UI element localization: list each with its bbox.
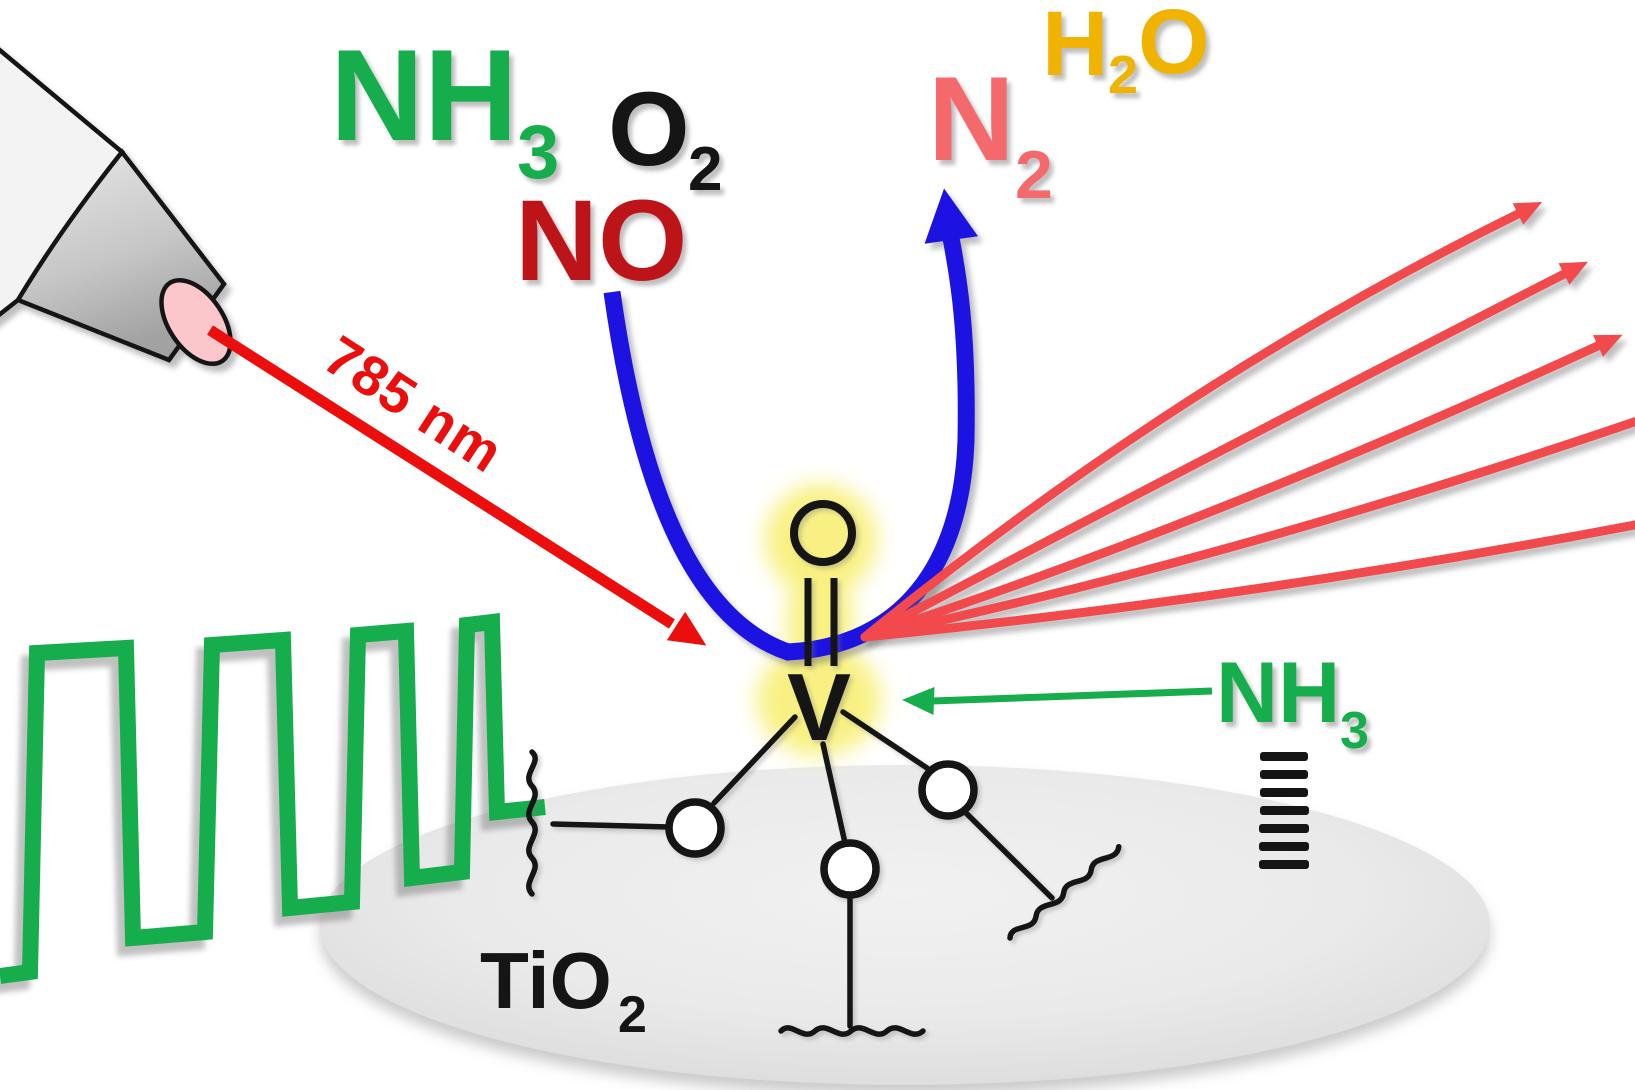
adsorption-dash: [1259, 860, 1309, 869]
bond-v-oleft: [711, 714, 798, 806]
h2o-product-h: H: [1042, 0, 1108, 95]
vanadium-site: V: [529, 500, 1121, 1034]
nh3-feed-arrow: [902, 687, 1213, 715]
scatter-ray-4: [860, 416, 1635, 642]
nh3-adsorbate-subscript: 3: [1340, 702, 1369, 760]
pulse-square-wave: [0, 613, 546, 984]
bond-oright-surface: [960, 807, 1055, 901]
h2o-product-o: O: [1138, 0, 1210, 93]
scatter-ray-3: [860, 339, 1607, 642]
o2-reactant-subscript: 2: [688, 135, 722, 204]
raman-probe: [0, 47, 233, 367]
bond-oleft-surface: [550, 821, 672, 830]
probe-tip-face: [159, 277, 233, 367]
adsorption-dash: [1260, 770, 1308, 779]
oxo-oxygen-ring: [790, 500, 856, 566]
nh3-feed-arrowhead: [902, 687, 935, 715]
bond-v-oright: [840, 709, 930, 771]
laser-beam-line: [207, 325, 675, 629]
bond-v-omid: [820, 741, 848, 846]
nh3-reactant-label: NH: [330, 22, 518, 168]
laser-beam: 785 nm: [207, 323, 707, 646]
scatter-ray-2-arrowhead: [1558, 261, 1589, 285]
scatter-ray-5: [860, 520, 1635, 642]
tio2-support-subscript: 2: [618, 986, 647, 1044]
tio2-support-label: TiO: [480, 936, 612, 1025]
nh3-feed-arrow-line: [931, 687, 1213, 705]
adsorption-dash: [1259, 824, 1309, 833]
no-reactant-label: NO: [515, 177, 688, 305]
adsorption-dash: [1260, 806, 1309, 815]
h2o-product-subscript: 2: [1108, 45, 1138, 105]
adsorption-dashes: [1259, 752, 1309, 869]
scatter-ray-1: [860, 207, 1527, 642]
scattered-light-rays: [860, 201, 1635, 642]
v-o-double-bond: [804, 578, 838, 666]
o2-reactant-label: O: [608, 71, 690, 188]
laser-beam-arrowhead: [666, 611, 707, 646]
adsorption-dash: [1260, 752, 1308, 761]
nh3-adsorbate-label: NH: [1216, 645, 1340, 741]
nh3-reactant-subscript: 3: [517, 110, 559, 195]
scatter-ray-3-arrowhead: [1592, 334, 1623, 357]
n2-product-label: N: [928, 52, 1015, 186]
oxygen-atom-right: [918, 760, 978, 820]
vanadium-label: V: [787, 654, 851, 761]
scatter-ray-1-arrowhead: [1512, 201, 1543, 225]
n2-product-subscript: 2: [1015, 137, 1053, 213]
adsorption-dash: [1260, 788, 1308, 797]
reaction-arrow-head: [924, 188, 979, 244]
scatter-ray-2: [860, 267, 1573, 642]
tio2-support-disk: [320, 765, 1490, 1085]
oxygen-atom-middle: [820, 839, 880, 899]
adsorption-dash: [1259, 842, 1309, 851]
oxygen-atom-left: [665, 798, 725, 858]
